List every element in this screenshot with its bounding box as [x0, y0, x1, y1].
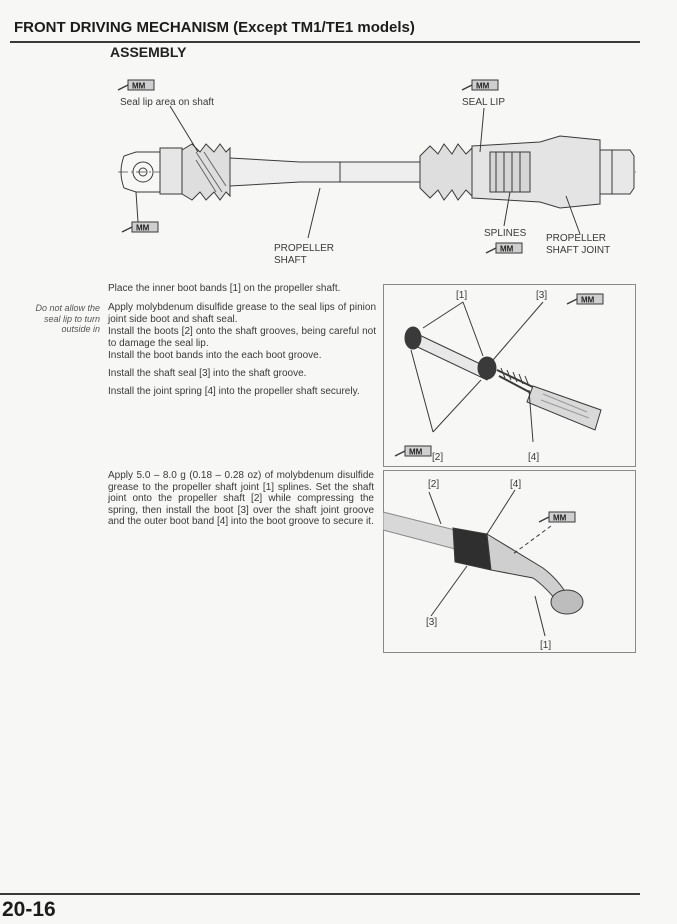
svg-text:MM: MM — [500, 245, 514, 254]
svg-text:MM: MM — [553, 514, 567, 523]
fig2-ref-4: [4] — [528, 452, 540, 463]
step-install-bands: Install the boot bands into the each boo… — [108, 350, 322, 361]
step-install-boots: Install the boots [2] onto the shaft gro… — [108, 326, 376, 349]
page-title: FRONT DRIVING MECHANISM (Except TM1/TE1 … — [14, 19, 415, 36]
propeller-shaft-label-2: SHAFT — [274, 255, 307, 266]
fig2-ref-2: [2] — [432, 452, 444, 463]
svg-text:MM: MM — [136, 224, 150, 233]
page-number: 20-16 — [2, 898, 56, 921]
step-place-bands: Place the inner boot bands [1] on the pr… — [108, 283, 341, 294]
fig3-ref-3: [3] — [426, 617, 438, 628]
step-install-seal: Install the shaft seal [3] into the shaf… — [108, 368, 307, 379]
joint-label-2: SHAFT JOINT — [546, 245, 611, 256]
propeller-shaft-label-1: PROPELLER — [274, 243, 335, 254]
joint-label-1: PROPELLER — [546, 233, 607, 244]
svg-text:MM: MM — [409, 448, 423, 457]
shaft-joint-boot-diagram: MM — [383, 470, 636, 653]
svg-text:MM: MM — [132, 82, 146, 91]
fig3-ref-2: [2] — [428, 479, 440, 490]
molybdenum-grease-icon: MM — [566, 293, 604, 305]
propeller-shaft-diagram: MM MM MM MM — [117, 79, 636, 254]
caution-note: Do not allow the seal lip to turn outsid… — [35, 303, 100, 335]
step-install-spring: Install the joint spring [4] into the pr… — [108, 386, 360, 397]
title-rule — [10, 41, 640, 43]
section-heading: ASSEMBLY — [110, 44, 187, 60]
svg-text:MM: MM — [581, 296, 595, 305]
molybdenum-grease-icon: MM — [121, 221, 159, 233]
fig2-ref-1: [1] — [456, 290, 468, 301]
molybdenum-grease-icon: MM — [394, 445, 432, 457]
seal-lip-area-label: Seal lip area on shaft — [120, 97, 214, 108]
molybdenum-grease-icon: MM — [461, 79, 499, 91]
fig3-ref-4: [4] — [510, 479, 522, 490]
splines-label: SPLINES — [484, 228, 527, 239]
step-joint-install: Apply 5.0 – 8.0 g (0.18 – 0.28 oz) of mo… — [108, 470, 374, 528]
fig3-ref-1: [1] — [540, 640, 552, 651]
boot-seal-spring-diagram: MM MM — [383, 284, 636, 467]
molybdenum-grease-icon: MM — [117, 79, 155, 91]
molybdenum-grease-icon: MM — [485, 242, 523, 254]
fig2-ref-3: [3] — [536, 290, 548, 301]
molybdenum-grease-icon: MM — [538, 511, 576, 523]
step-apply-grease: Apply molybdenum disulfide grease to the… — [108, 302, 376, 325]
footer-rule — [0, 893, 640, 895]
seal-lip-label: SEAL LIP — [462, 97, 505, 108]
svg-text:MM: MM — [476, 82, 490, 91]
